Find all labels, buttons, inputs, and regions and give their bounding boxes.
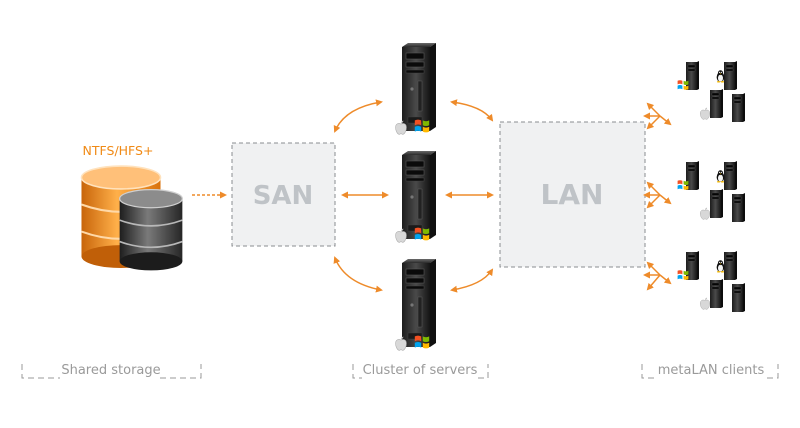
san-label: SAN	[253, 181, 314, 211]
lan-box: LAN	[499, 121, 646, 268]
client-groups	[643, 61, 745, 312]
client-computers-icon	[678, 161, 745, 222]
server-top	[395, 42, 437, 135]
san-to-server-top-arrow	[333, 99, 383, 133]
database-dark-icon	[118, 188, 184, 272]
client-computers-icon	[678, 251, 745, 312]
san-server-arrows	[333, 99, 389, 293]
tower-server-icon	[401, 258, 437, 348]
client-computers-icon	[678, 61, 745, 122]
tower-server-icon	[401, 42, 437, 132]
server-bottom-to-lan-arrow	[450, 268, 494, 293]
tower-server-icon	[401, 150, 437, 240]
shared-storage-label: Shared storage	[61, 363, 160, 378]
client-group-3-arrows	[643, 261, 672, 291]
filesystem-label: NTFS/HFS+	[83, 143, 154, 158]
server-top-to-lan-arrow	[450, 99, 494, 122]
client-group-3	[643, 251, 745, 312]
server-bottom	[395, 258, 437, 351]
caption-clients: metaLAN clients	[641, 363, 779, 379]
caption-cluster: Cluster of servers	[352, 363, 489, 379]
server-lan-arrows	[445, 99, 494, 293]
client-group-2	[643, 161, 745, 222]
clients-label: metaLAN clients	[658, 363, 765, 378]
lan-label: LAN	[541, 178, 604, 211]
cluster-label: Cluster of servers	[363, 363, 478, 378]
server-middle	[395, 150, 437, 243]
server-cluster	[395, 42, 437, 351]
client-group-1	[643, 61, 745, 130]
caption-shared-storage: Shared storage	[21, 363, 202, 379]
san-box: SAN	[231, 142, 336, 247]
san-to-server-bottom-arrow	[333, 256, 383, 293]
client-group-1-arrows	[643, 102, 672, 130]
client-group-2-arrows	[643, 181, 672, 209]
shared-storage: NTFS/HFS+	[80, 143, 184, 272]
